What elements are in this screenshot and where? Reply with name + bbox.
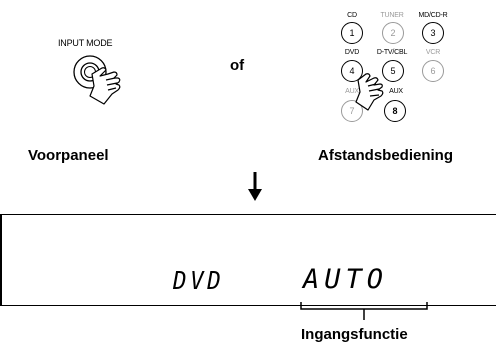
remote-cap-tuner: TUNER [380, 12, 404, 19]
remote-cap-dtvcbl: D-TV/CBL [376, 49, 408, 56]
remote-cap-aux-7: AUX [345, 88, 359, 95]
remote-button-4[interactable]: 4 [341, 60, 363, 82]
front-display-panel: DVD AUTO [0, 214, 496, 306]
or-connector: of [230, 57, 245, 74]
display-mode-text: AUTO [303, 264, 389, 295]
front-panel-caption: Voorpaneel [28, 147, 109, 164]
remote-caption: Afstandsbediening [318, 147, 454, 164]
remote-button-1[interactable]: 1 [341, 22, 363, 44]
remote-button-2[interactable]: 2 [382, 22, 404, 44]
input-function-label: Ingangsfunctie [301, 326, 408, 343]
remote-cap-dvd: DVD [344, 49, 360, 56]
display-source-text: DVD [173, 266, 225, 295]
down-arrow-icon [248, 172, 262, 201]
remote-button-8[interactable]: 8 [384, 100, 406, 122]
remote-button-7[interactable]: 7 [341, 100, 363, 122]
remote-cap-cd: CD [347, 12, 357, 19]
pressing-hand-icon [89, 67, 121, 105]
remote-button-6[interactable]: 6 [422, 60, 444, 82]
input-mode-button[interactable] [68, 52, 148, 110]
remote-hand-icon [355, 73, 384, 111]
remote-button-3[interactable]: 3 [422, 22, 444, 44]
input-mode-label: INPUT MODE [58, 38, 113, 48]
remote-cap-aux-8: AUX [389, 88, 403, 95]
mode-bracket [300, 302, 428, 320]
remote-button-5[interactable]: 5 [382, 60, 404, 82]
remote-cap-vcr: VCR [425, 49, 441, 56]
remote-cap-mdcdr: MD/CD-R [418, 12, 448, 19]
